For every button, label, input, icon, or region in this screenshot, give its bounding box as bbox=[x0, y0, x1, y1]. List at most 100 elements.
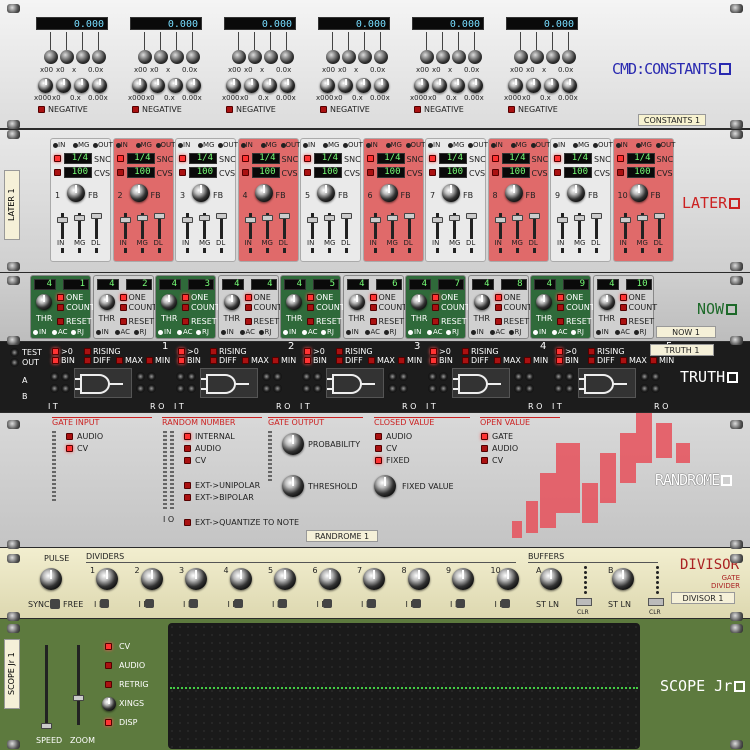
later-io-radio[interactable] bbox=[490, 143, 496, 148]
truth-opt-led[interactable] bbox=[494, 357, 501, 364]
negative-toggle[interactable] bbox=[132, 106, 139, 113]
now-thr-knob[interactable] bbox=[536, 294, 552, 310]
negative-toggle[interactable] bbox=[38, 106, 45, 113]
later-fb-knob[interactable] bbox=[504, 184, 523, 202]
constant-fine-knob[interactable] bbox=[248, 50, 262, 64]
truth-input-jack[interactable] bbox=[176, 372, 185, 381]
now-bottom-radio[interactable] bbox=[33, 330, 38, 335]
divider-mode-switch[interactable] bbox=[411, 599, 421, 608]
later-snc-led[interactable] bbox=[554, 155, 561, 162]
gate-input-cv-led[interactable] bbox=[66, 445, 73, 452]
scope-opt-led[interactable] bbox=[105, 643, 112, 650]
constant-fine-knob[interactable] bbox=[326, 50, 340, 64]
divider-mode-switch[interactable] bbox=[322, 599, 332, 608]
divider-mode-switch[interactable] bbox=[278, 599, 287, 608]
now-opt-led[interactable] bbox=[119, 304, 127, 311]
later-cvs-led[interactable] bbox=[116, 169, 124, 176]
now-opt-led[interactable] bbox=[182, 318, 189, 325]
later-io-radio[interactable] bbox=[93, 143, 98, 148]
truth-output-jack[interactable] bbox=[262, 384, 271, 393]
truth-output-jack[interactable] bbox=[388, 384, 397, 393]
constant-fine-knob[interactable] bbox=[436, 50, 450, 64]
xings-knob[interactable] bbox=[102, 697, 116, 711]
later-cvs-led[interactable] bbox=[241, 169, 249, 176]
now-opt-led[interactable] bbox=[619, 294, 627, 301]
later-io-radio[interactable] bbox=[573, 143, 578, 148]
later-io-radio[interactable] bbox=[260, 143, 266, 148]
constant-coarse-knob[interactable] bbox=[226, 78, 241, 93]
now-opt-led[interactable] bbox=[619, 304, 627, 311]
constant-coarse-knob[interactable] bbox=[356, 78, 371, 93]
truth-input-jack[interactable] bbox=[439, 372, 448, 381]
now-opt-led[interactable] bbox=[119, 318, 127, 325]
later-io-radio[interactable] bbox=[178, 143, 183, 148]
constant-fine-knob[interactable] bbox=[138, 50, 152, 64]
later-io-radio[interactable] bbox=[655, 143, 661, 148]
constant-fine-knob[interactable] bbox=[264, 50, 278, 64]
divider-mode-switch[interactable] bbox=[100, 599, 109, 608]
later-io-radio[interactable] bbox=[615, 143, 621, 148]
truth-opt-led[interactable] bbox=[272, 357, 279, 364]
later-fb-knob[interactable] bbox=[629, 184, 648, 202]
now-bottom-radio[interactable] bbox=[239, 330, 245, 335]
gate-input-audio-led[interactable] bbox=[66, 433, 73, 440]
later-fader[interactable] bbox=[153, 213, 165, 253]
divider-knob[interactable] bbox=[496, 568, 519, 590]
divider-mode-switch[interactable] bbox=[189, 599, 198, 608]
now-bottom-radio[interactable] bbox=[614, 330, 620, 335]
later-fb-knob[interactable] bbox=[317, 184, 335, 202]
buffer-knob[interactable] bbox=[612, 568, 634, 590]
later-fader[interactable] bbox=[591, 213, 602, 253]
now-opt-led[interactable] bbox=[494, 294, 502, 301]
now-bottom-radio[interactable] bbox=[508, 330, 514, 335]
later-fader[interactable] bbox=[119, 213, 131, 253]
now-bottom-radio[interactable] bbox=[489, 330, 495, 335]
fixed-value-knob[interactable] bbox=[374, 475, 396, 497]
constant-coarse-knob[interactable] bbox=[244, 78, 259, 93]
later-io-radio[interactable] bbox=[135, 143, 141, 148]
later-fb-knob[interactable] bbox=[567, 184, 585, 202]
later-fader[interactable] bbox=[199, 213, 210, 253]
later-io-radio[interactable] bbox=[155, 143, 161, 148]
now-opt-led[interactable] bbox=[369, 304, 377, 311]
later-io-radio[interactable] bbox=[53, 143, 58, 148]
now-bottom-radio[interactable] bbox=[552, 330, 557, 335]
divider-knob[interactable] bbox=[140, 568, 163, 590]
constant-fine-knob[interactable] bbox=[546, 50, 560, 64]
later-io-radio[interactable] bbox=[385, 143, 391, 148]
later-cvs-led[interactable] bbox=[429, 169, 436, 176]
later-fader[interactable] bbox=[244, 213, 256, 253]
truth-input-jack[interactable] bbox=[50, 372, 59, 381]
now-opt-led[interactable] bbox=[244, 294, 252, 301]
truth-output-jack[interactable] bbox=[273, 372, 282, 381]
constant-fine-knob[interactable] bbox=[514, 50, 528, 64]
constant-coarse-knob[interactable] bbox=[56, 78, 71, 93]
open-audio-led[interactable] bbox=[481, 445, 488, 452]
truth-output-jack[interactable] bbox=[640, 372, 649, 381]
constant-fine-knob[interactable] bbox=[420, 50, 434, 64]
random-audio-led[interactable] bbox=[184, 445, 191, 452]
constant-fine-knob[interactable] bbox=[530, 50, 544, 64]
later-fader[interactable] bbox=[432, 213, 443, 253]
truth-opt-led[interactable] bbox=[556, 348, 563, 355]
now-bottom-radio[interactable] bbox=[470, 330, 476, 335]
now-opt-led[interactable] bbox=[57, 318, 64, 325]
later-io-radio[interactable] bbox=[593, 143, 598, 148]
truth-output-jack[interactable] bbox=[273, 384, 282, 393]
truth-output-jack[interactable] bbox=[388, 372, 397, 381]
later-fader[interactable] bbox=[511, 213, 523, 253]
truth-output-jack[interactable] bbox=[147, 372, 156, 381]
constant-fine-knob[interactable] bbox=[154, 50, 168, 64]
divider-knob[interactable] bbox=[407, 568, 430, 590]
later-fader[interactable] bbox=[449, 213, 460, 253]
truth-output-jack[interactable] bbox=[136, 372, 145, 381]
now-thr-knob[interactable] bbox=[411, 294, 427, 310]
now-thr-knob[interactable] bbox=[223, 294, 240, 310]
later-cvs-led[interactable] bbox=[491, 169, 499, 176]
now-opt-led[interactable] bbox=[182, 294, 189, 301]
now-opt-led[interactable] bbox=[57, 304, 64, 311]
now-opt-led[interactable] bbox=[432, 294, 439, 301]
later-snc-led[interactable] bbox=[54, 155, 61, 162]
truth-input-jack[interactable] bbox=[61, 372, 70, 381]
open-gate-led[interactable] bbox=[481, 433, 488, 440]
